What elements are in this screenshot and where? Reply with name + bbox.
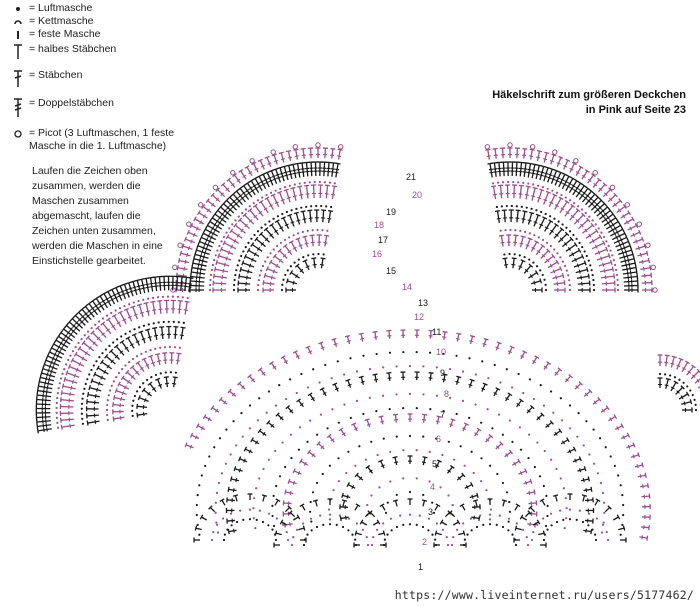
row-number: 13 xyxy=(418,298,428,308)
row-number: 20 xyxy=(412,190,422,200)
chart-title: Häkelschrift zum größeren Deckchen in Pi… xyxy=(492,89,686,116)
row-number: 16 xyxy=(372,249,382,259)
row-number: 14 xyxy=(402,282,412,292)
legend-item-picot: = Picot (3 Luftmaschen, 1 feste Masche i… xyxy=(10,127,190,153)
fan-top-right xyxy=(484,142,658,293)
fan-left xyxy=(35,275,194,434)
double-crochet-icon xyxy=(10,69,26,89)
single-crochet-icon xyxy=(10,28,26,41)
chain-stitch-icon xyxy=(10,2,26,15)
stitch-explanation-note: Laufen die Zeichen oben zusammen, werden… xyxy=(32,165,163,267)
row-number: 21 xyxy=(406,172,416,182)
symbol-legend: = Luftmasche = Kettmasche = feste Masche… xyxy=(10,2,190,153)
row-number: 19 xyxy=(386,207,396,217)
row-number: 2 xyxy=(422,537,427,547)
row-number: 1 xyxy=(418,562,423,572)
legend-item-slip: = Kettmasche xyxy=(10,15,190,28)
legend-item-half-double: = halbes Stäbchen xyxy=(10,43,190,67)
row-number: 15 xyxy=(386,266,396,276)
legend-item-chain: = Luftmasche xyxy=(10,2,190,15)
half-double-crochet-icon xyxy=(10,43,26,61)
row-number: 11 xyxy=(432,327,441,337)
legend-item-single: = feste Masche xyxy=(10,28,190,41)
row-number: 3 xyxy=(428,507,433,517)
fan-right xyxy=(657,354,700,413)
row-number: 4 xyxy=(430,482,435,492)
row-number: 5 xyxy=(432,459,437,469)
row-number: 7 xyxy=(440,410,445,420)
source-watermark: https://www.liveinternet.ru/users/517746… xyxy=(394,588,694,602)
legend-item-double: = Stäbchen xyxy=(10,69,190,95)
lower-arches xyxy=(193,493,627,548)
row-number: 10 xyxy=(436,347,446,357)
row-number: 6 xyxy=(436,434,441,444)
central-doily-body xyxy=(184,329,651,541)
fan-top-left xyxy=(170,142,344,293)
row-number: 8 xyxy=(444,389,449,399)
row-number: 17 xyxy=(378,235,388,245)
row-number: 9 xyxy=(440,368,445,378)
slip-stitch-icon xyxy=(10,15,26,28)
treble-crochet-icon xyxy=(10,97,26,119)
row-number: 12 xyxy=(414,312,424,322)
legend-item-treble: = Doppelstäbchen xyxy=(10,97,190,127)
picot-icon xyxy=(10,127,26,140)
row-number: 18 xyxy=(374,220,384,230)
